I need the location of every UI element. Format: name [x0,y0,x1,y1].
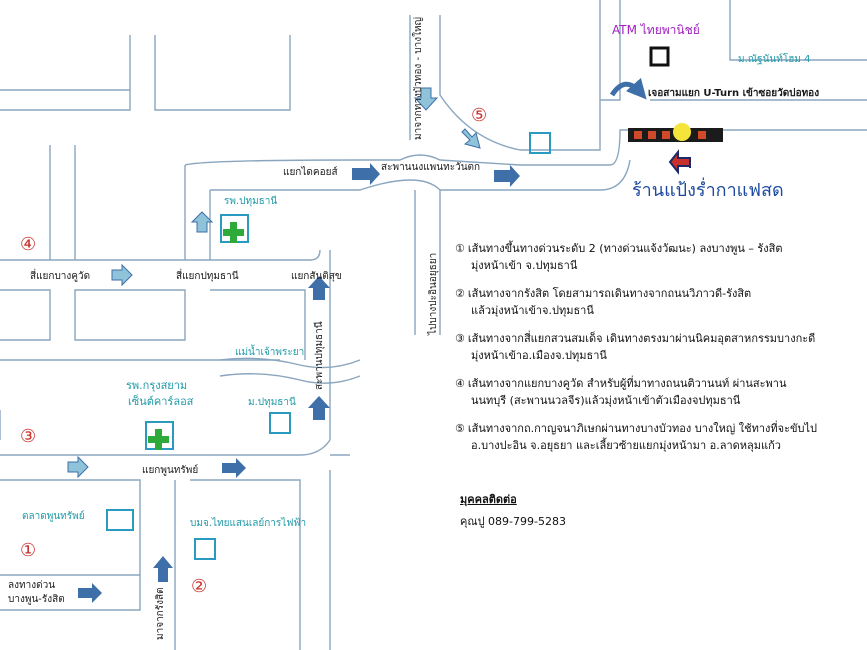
uturn-arrow [609,77,647,100]
hospital-cross-icon [223,222,244,243]
arrow-right-bangkhuwat [111,263,133,287]
intersection-bangkhuwat: สี่แยกบางคูวัด [30,268,90,282]
arrow-diag-5 [461,128,481,149]
arrow-up-lower [153,556,173,582]
hospital-cross-icon [148,429,169,450]
route-number-3: ③ [20,426,36,447]
intersection-cross: แยกไดคอยส์ [283,166,338,178]
route-number-1: ① [20,540,36,561]
arrow-down-top [413,87,439,111]
road-label-right: ไปบางปะอินอยุธยา [427,253,439,336]
direction-number: ① [455,242,465,255]
hospital-pathum-label: รพ.ปทุมธานี [224,195,277,207]
arrow-right-main-1 [352,163,380,185]
intersection-phunsap: แยกพูนทรัพย์ [142,464,198,476]
arrow-up-central-2 [308,396,330,420]
route-number-2: ② [191,576,207,597]
direction-number: ④ [455,377,465,390]
star-icon [673,123,691,141]
bridge-label: สะพานนงแพนทะวันตก [381,162,480,173]
arrow-up-hospital [190,211,214,233]
route-number-5: ⑤ [471,105,487,126]
contact-heading: มุคคลติดต่อ [460,493,517,506]
intersection-sanamchai: แยกสันติสุข [291,271,342,282]
direction-number: ⑤ [455,422,465,435]
route-number-4: ④ [20,234,36,255]
direction-line2: มุ่งหน้าเข้า จ.ปทุมธานี [471,259,578,272]
road-label-top: มาจากทางบัวทอง - บางใหญ่ [412,17,424,140]
village-label: ม.ณัฐนันท์โฮม 4 [738,52,810,65]
atm-marker [649,46,670,67]
arrow-right-main-2 [494,165,520,187]
hospital-crosses [148,222,244,450]
egat-label: บมจ.ไทยแสนเลย์การไฟฟ้า [190,517,306,529]
shop-marker [628,123,723,175]
direction-line1: เส้นทางจากถ.กาญจนาภิเษกผ่านทางบางบัวทอง … [467,422,818,435]
contact-line: คุณปู 089-799-5283 [460,515,566,528]
bridge-vertical-label: สะพานปทุมธานี [313,321,325,390]
arrow-right-route1 [78,583,102,603]
contact-block: มุคคลติดต่อ คุณปู 089-799-5283 [460,490,566,530]
route-arrows-light [67,87,481,479]
direction-line1: เส้นทางจากแยกบางคูวัด สำหรับผู้ที่มาทางถ… [467,377,787,390]
arrow-right-lower [222,458,246,478]
direction-number: ③ [455,332,465,345]
river-label: แม่น้ำเจ้าพระยา [235,344,304,358]
uturn-label: เจอสามแยก U-Turn เข้าซอยวัดบ่อทอง [648,87,819,99]
shop-name: ร้านแป้งร่ำกาแฟสด [632,177,784,201]
road-bangphun: บางพูน-รังสิต [8,594,65,605]
hospital-krung-siam-2: เซ็นต์คาร์ลอส [128,394,194,408]
direction-line2: อ.บางปะอิน จ.อยุธยา และเลี้ยวซ้ายแยกมุ่ง… [471,439,781,452]
arrow-up-central [308,276,330,300]
road-down-highway: ลงทางด่วน [8,580,55,591]
direction-line1: เส้นทางจากรังสิต โดยสามารถเดินทางจากถนนว… [467,287,752,300]
direction-line2: แล้วมุ่งหน้าเข้าจ.ปทุมธานี [471,304,594,317]
direction-line1: เส้นทางขึ้นทางด่วนระดับ 2 (ทางด่วนแจ้งวั… [467,242,783,255]
market-label: ตลาดพูนทรัพย์ [22,510,85,522]
atm-label: ATM ไทยพานิชย์ [612,23,700,37]
road-from-rangsit: มาจากรังสิต [155,587,166,640]
arrow-right-route3 [67,455,89,479]
direction-line2: มุ่งหน้าเข้าอ.เมืองจ.ปทุมธานี [471,349,607,362]
direction-line1: เส้นทางจากสี่แยกสวนสมเด็จ เดินทางตรงมาผ่… [467,332,816,345]
direction-number: ② [455,287,465,300]
route-arrows [78,163,520,603]
hospital-krung-siam: รพ.กรุงสยาม [126,379,187,392]
pointer-arrow [668,149,691,175]
direction-line2: นนทบุรี (สะพานนวลจีร)แล้วมุ่งหน้าเข้าตัว… [471,394,741,407]
university-label: ม.ปทุมธานี [248,396,296,408]
intersection-pathum: สี่แยกปทุมธานี [176,268,239,282]
